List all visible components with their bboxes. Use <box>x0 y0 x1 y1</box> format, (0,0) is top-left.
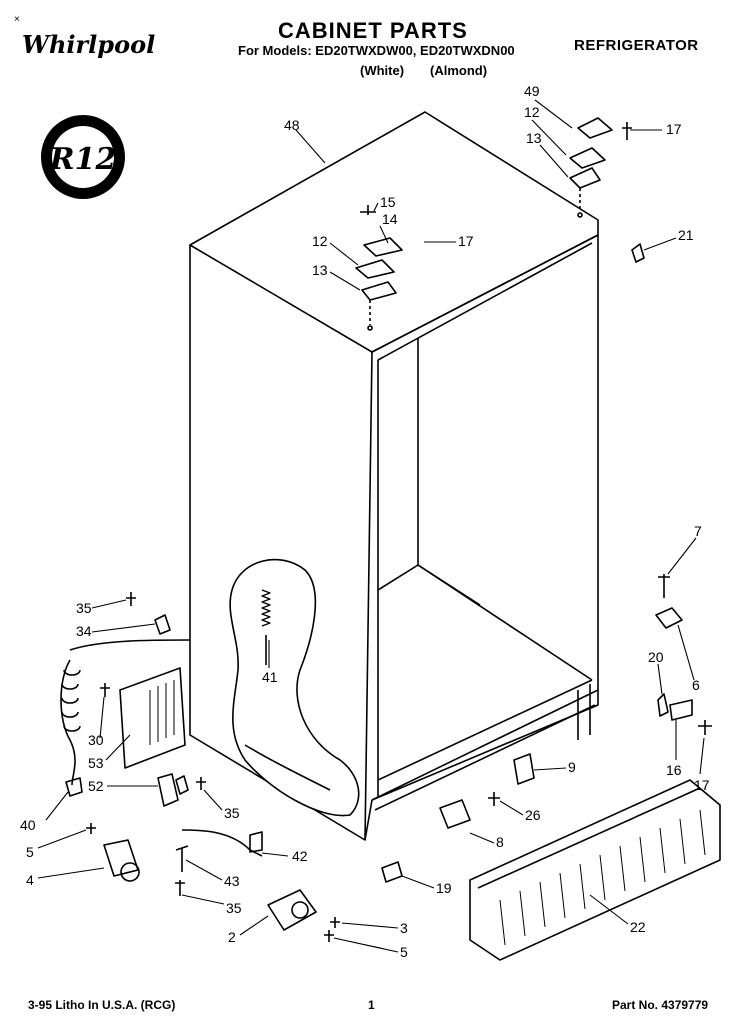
models-line: For Models: ED20TWXDW00, ED20TWXDN00 <box>238 43 515 58</box>
callout-label: 53 <box>88 755 104 771</box>
callout-label: 12 <box>312 233 328 249</box>
callout-label: 40 <box>20 817 36 833</box>
callout-label: 8 <box>496 834 504 850</box>
callout-label: 13 <box>526 130 542 146</box>
callout-label: 14 <box>382 211 398 227</box>
callout-label: 17 <box>458 233 474 249</box>
callout-label: 15 <box>380 194 396 210</box>
brand-logo: Whirlpool <box>22 30 156 59</box>
r12-badge: R12 <box>41 115 125 199</box>
callout-label: 21 <box>678 227 694 243</box>
color-white: (White) <box>360 63 405 78</box>
callout-label: 2 <box>228 929 236 945</box>
page-title: CABINET PARTS <box>278 18 468 43</box>
callout-label: 35 <box>76 600 92 616</box>
callout-label: 49 <box>524 83 540 99</box>
callout-label: 41 <box>262 669 278 685</box>
callout-label: 7 <box>694 523 702 539</box>
callout-label: 12 <box>524 104 540 120</box>
callout-label: 35 <box>226 900 242 916</box>
page-number: 1 <box>368 998 375 1012</box>
callout-label: 43 <box>224 873 240 889</box>
callout-label: 17 <box>694 777 710 793</box>
callout-label: 26 <box>525 807 541 823</box>
svg-text:R12: R12 <box>49 142 117 177</box>
callout-label: 5 <box>400 944 408 960</box>
callout-label: 30 <box>88 732 104 748</box>
callout-label: 35 <box>224 805 240 821</box>
litho-note: 3-95 Litho In U.S.A. (RCG) <box>28 998 176 1012</box>
cutaway-opening <box>229 558 360 817</box>
callout-label: 13 <box>312 262 328 278</box>
callout-label: 19 <box>436 880 452 896</box>
callout-label: 9 <box>568 759 576 775</box>
callout-label: 52 <box>88 778 104 794</box>
callout-label: 42 <box>292 848 308 864</box>
callout-label: 6 <box>692 677 700 693</box>
grille <box>469 779 721 961</box>
callout-label: 3 <box>400 920 408 936</box>
callout-label: 34 <box>76 623 92 639</box>
callout-label: 20 <box>648 649 664 665</box>
callout-labels: 48 49 12 17 13 15 14 12 17 13 21 7 6 20 … <box>20 83 710 960</box>
callout-label: 16 <box>666 762 682 778</box>
cabinet-shell <box>189 111 599 353</box>
callout-label: 4 <box>26 872 34 888</box>
category-label: REFRIGERATOR <box>574 37 699 54</box>
callout-label: 22 <box>630 919 646 935</box>
callout-label: 17 <box>666 121 682 137</box>
callout-label: 5 <box>26 844 34 860</box>
corner-mark: × <box>14 14 20 25</box>
callout-label: 48 <box>284 117 300 133</box>
color-almond: (Almond) <box>430 63 488 78</box>
part-number: Part No. 4379779 <box>612 998 709 1012</box>
